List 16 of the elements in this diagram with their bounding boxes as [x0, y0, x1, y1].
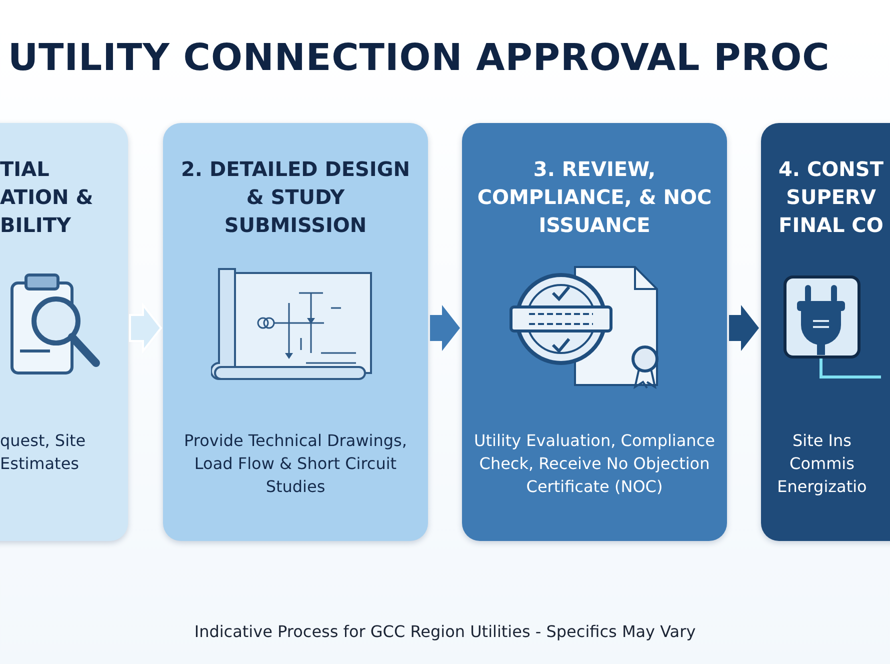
- step-heading: TIAL ATION & BILITY: [0, 156, 94, 239]
- arrow: [430, 305, 460, 351]
- caption: Indicative Process for GCC Region Utilities - Specifics May Vary: [193, 622, 697, 641]
- step-card: [462, 123, 727, 541]
- arrow: [129, 302, 162, 354]
- step-heading: 2. DETAILED DESIGN & STUDY SUBMISSION: [180, 156, 411, 239]
- step-heading: 4. CONST SUPERV FINAL CO: [778, 156, 884, 239]
- step-card: [0, 123, 128, 541]
- step-heading: 3. REVIEW, COMPLIANCE, & NOC ISSUANCE: [476, 156, 713, 239]
- step-description: quest, Site Estimates: [0, 430, 87, 475]
- step-description: Utility Evaluation, Compliance Check, Receive No Objection Certificate (NOC): [473, 430, 716, 498]
- step-description: Site Ins Commis Energizatio: [776, 430, 868, 498]
- title: UTILITY CONNECTION APPROVAL PROC: [8, 36, 830, 79]
- arrow: [729, 305, 759, 351]
- step-card: [163, 123, 428, 541]
- step-description: Provide Technical Drawings, Load Flow & Short Circuit Studies: [183, 430, 408, 498]
